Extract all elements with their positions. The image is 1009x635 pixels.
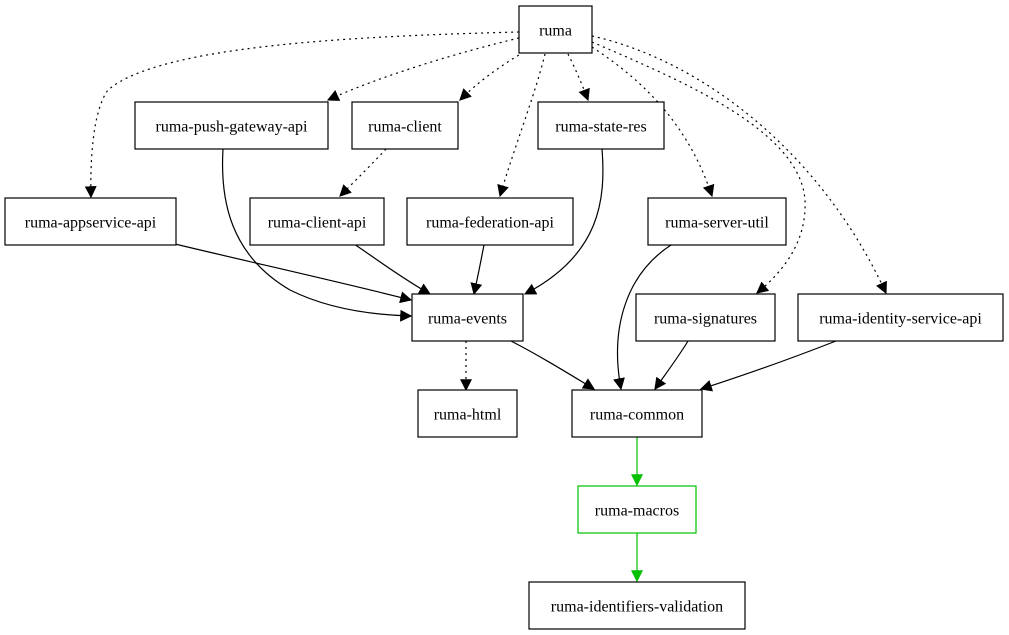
node-ruma-push-gateway-api-label: ruma-push-gateway-api (156, 119, 308, 136)
edge-client-client-api (339, 148, 387, 197)
node-ruma-push-gateway-api[interactable]: ruma-push-gateway-api (134, 101, 329, 150)
edge-signatures-common (654, 340, 689, 390)
node-ruma-signatures-label: ruma-signatures (654, 311, 757, 328)
node-ruma-identifiers-validation[interactable]: ruma-identifiers-validation (528, 581, 746, 630)
node-ruma-client-api[interactable]: ruma-client-api (249, 197, 385, 246)
node-ruma-html[interactable]: ruma-html (417, 389, 518, 438)
node-ruma-client-api-label: ruma-client-api (268, 215, 367, 232)
node-ruma-common[interactable]: ruma-common (571, 389, 703, 438)
node-ruma-identity-service-api-label: ruma-identity-service-api (819, 311, 982, 328)
edge-ruma-server-util (591, 46, 715, 198)
node-ruma-events-label: ruma-events (428, 311, 507, 328)
edge-ruma-signatures (591, 41, 806, 294)
edge-ruma-identity-service-api (591, 35, 887, 295)
edge-federation-api-events (470, 244, 485, 296)
edge-push-gateway-api-events (221, 148, 413, 322)
node-ruma-appservice-api-label: ruma-appservice-api (25, 215, 157, 232)
node-ruma-identifiers-validation-label: ruma-identifiers-validation (551, 599, 723, 616)
node-ruma[interactable]: ruma (518, 5, 593, 54)
node-ruma-signatures[interactable]: ruma-signatures (635, 293, 776, 342)
edge-client-api-events (353, 243, 432, 295)
edge-ruma-push-gateway-api (326, 37, 520, 101)
node-ruma-state-res[interactable]: ruma-state-res (537, 101, 665, 150)
node-ruma-common-label: ruma-common (590, 407, 684, 424)
node-ruma-html-label: ruma-html (434, 407, 502, 424)
node-ruma-federation-api-label: ruma-federation-api (426, 215, 554, 232)
node-ruma-identity-service-api[interactable]: ruma-identity-service-api (797, 293, 1004, 342)
edge-ruma-appservice-api (84, 31, 520, 199)
edge-events-common (510, 340, 596, 390)
node-ruma-macros-label: ruma-macros (595, 503, 679, 520)
node-ruma-macros[interactable]: ruma-macros (577, 485, 697, 534)
node-ruma-server-util-label: ruma-server-util (665, 215, 769, 232)
node-ruma-client-label: ruma-client (368, 119, 442, 136)
node-ruma-appservice-api[interactable]: ruma-appservice-api (4, 197, 177, 246)
edge-ruma-state-res (567, 53, 590, 102)
edge-ruma-client (459, 51, 525, 101)
nodes: ruma ruma-push-gateway-api ruma-client r… (4, 5, 1004, 630)
edge-state-res-events (523, 148, 604, 295)
edge-server-util-common (613, 244, 672, 391)
edge-appservice-api-events (174, 243, 413, 304)
node-ruma-state-res-label: ruma-state-res (555, 119, 647, 136)
edge-identity-service-api-common (699, 340, 837, 392)
node-ruma-events[interactable]: ruma-events (411, 293, 524, 342)
node-ruma-server-util[interactable]: ruma-server-util (647, 197, 787, 246)
node-ruma-federation-api[interactable]: ruma-federation-api (406, 197, 574, 246)
node-ruma-label: ruma (539, 23, 572, 40)
edges (84, 31, 887, 392)
node-ruma-client[interactable]: ruma-client (351, 101, 459, 150)
